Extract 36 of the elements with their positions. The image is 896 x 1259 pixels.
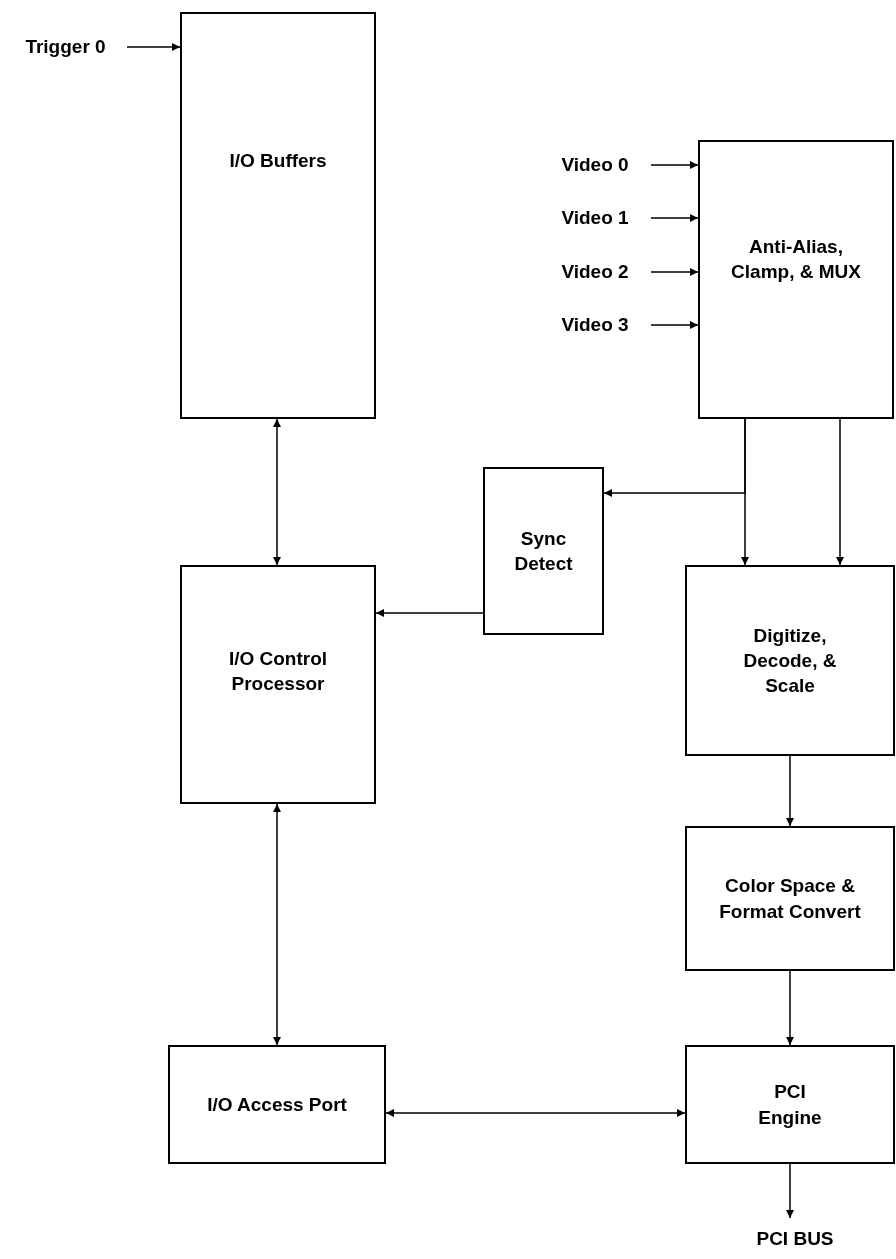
arrow <box>786 970 794 1046</box>
block-box <box>698 140 894 419</box>
block-box <box>685 565 895 756</box>
block-box <box>685 826 895 971</box>
arrow <box>126 43 181 51</box>
signal-label: PCI BUS <box>735 1222 855 1256</box>
arrow <box>650 214 699 222</box>
block-box <box>685 1045 895 1164</box>
arrow <box>786 755 794 827</box>
block-label: Anti-Alias, Clamp, & MUX <box>730 235 862 285</box>
block-label: I/O Buffers <box>229 149 327 174</box>
block-box <box>483 467 604 635</box>
arrow <box>836 418 844 566</box>
arrow <box>273 418 281 566</box>
block-label: Sync Detect <box>513 526 574 576</box>
block-box <box>180 12 376 419</box>
arrow <box>650 321 699 329</box>
signal-label: Video 2 <box>545 255 645 289</box>
signal-label: Video 1 <box>545 201 645 235</box>
signal-label: Video 0 <box>545 148 645 182</box>
arrow <box>375 609 484 617</box>
arrow <box>650 161 699 169</box>
arrow <box>741 418 749 566</box>
block-label: Color Space & Format Convert <box>718 874 862 924</box>
signal-label: Video 3 <box>545 308 645 342</box>
arrow <box>786 1163 794 1219</box>
arrow <box>650 268 699 276</box>
block-box <box>168 1045 386 1164</box>
block-label: I/O Access Port <box>207 1092 347 1117</box>
arrow <box>273 803 281 1046</box>
block-box <box>180 565 376 804</box>
block-label: I/O Control Processor <box>227 646 329 696</box>
signal-label: Trigger 0 <box>8 30 123 64</box>
arrow <box>385 1109 686 1117</box>
block-label: Digitize, Decode, & Scale <box>742 623 838 699</box>
block-label: PCI Engine <box>757 1080 823 1130</box>
